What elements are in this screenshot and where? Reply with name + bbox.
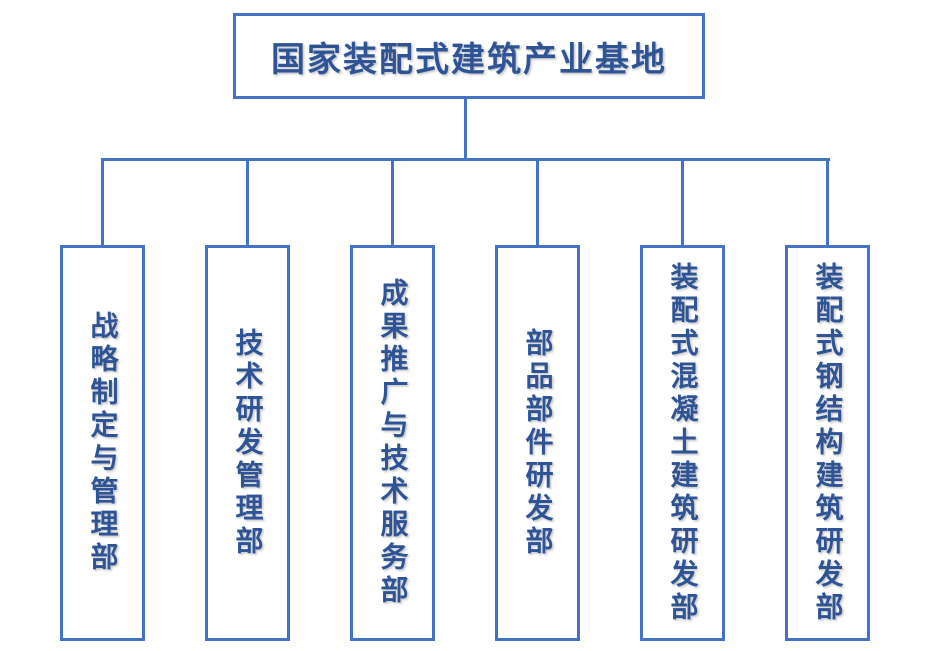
dept-node-strategy-management: 战略制定与管理部 — [60, 245, 145, 641]
dept-node-label: 技术研发管理部 — [232, 327, 264, 559]
dept-node-label: 战略制定与管理部 — [87, 311, 119, 575]
root-node-label: 国家装配式建筑产业基地 — [271, 40, 667, 79]
dept-node-label: 部品部件研发部 — [522, 327, 554, 559]
connector-drop-components — [536, 158, 539, 246]
dept-node-promotion-services: 成果推广与技术服务部 — [350, 245, 435, 641]
dept-node-precast-concrete-rd: 装配式混凝土建筑研发部 — [640, 245, 725, 641]
dept-node-label: 装配式混凝土建筑研发部 — [667, 261, 699, 625]
connector-drop-strategy — [101, 158, 104, 246]
dept-node-label: 成果推广与技术服务部 — [377, 278, 409, 608]
connector-drop-promotion — [391, 158, 394, 246]
connector-drop-steel — [826, 158, 829, 246]
dept-node-steel-structure-rd: 装配式钢结构建筑研发部 — [785, 245, 870, 641]
connector-drop-concrete — [681, 158, 684, 246]
dept-node-tech-rd-management: 技术研发管理部 — [205, 245, 290, 641]
dept-node-label: 装配式钢结构建筑研发部 — [812, 261, 844, 625]
connector-horizontal-bar — [101, 158, 830, 161]
dept-node-parts-components-rd: 部品部件研发部 — [495, 245, 580, 641]
root-node-national-base: 国家装配式建筑产业基地 — [233, 13, 705, 99]
connector-drop-tech-rd — [246, 158, 249, 246]
connector-root-stem — [464, 99, 467, 160]
